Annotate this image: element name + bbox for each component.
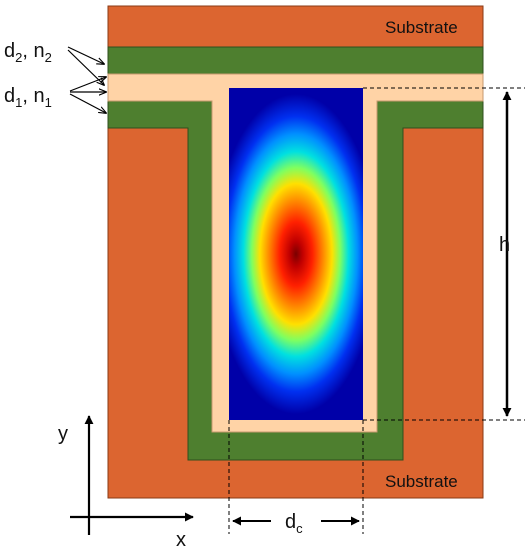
height-guides — [363, 87, 525, 421]
y-axis-label: y — [58, 423, 68, 445]
height-label: h — [499, 234, 510, 256]
core-width-guides — [228, 420, 364, 534]
layer1-label: d1, n1 — [4, 85, 52, 110]
layer2-label: d2, n2 — [4, 40, 52, 65]
core-width-label: dc — [285, 511, 303, 536]
layer1-pointer-arrows — [69, 77, 106, 113]
substrate-bottom-label: Substrate — [385, 472, 458, 491]
mode-field-core — [229, 88, 363, 420]
layer2-pointer-arrows — [67, 46, 104, 85]
x-axis-label: x — [176, 529, 186, 550]
substrate-top-label: Substrate — [385, 18, 458, 37]
